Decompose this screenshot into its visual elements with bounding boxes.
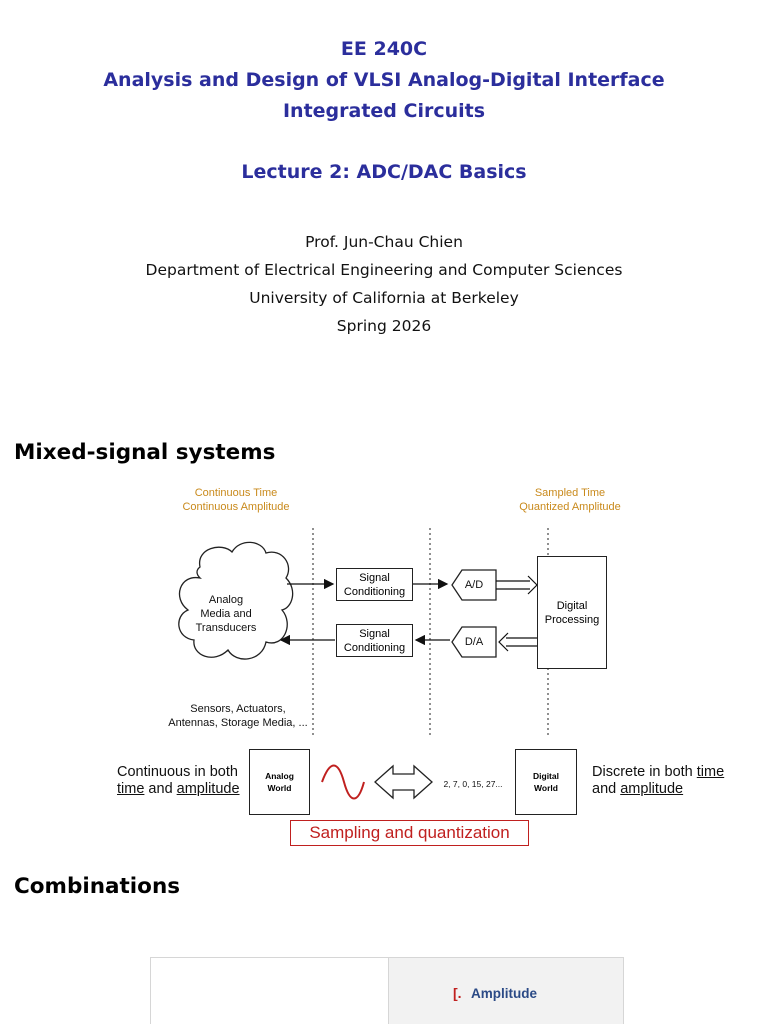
combinations-table: [. Amplitude xyxy=(150,957,624,1024)
digital-world-line1: Digital xyxy=(533,771,559,781)
cond-bot-line1: Signal xyxy=(359,627,390,640)
analog-world-box: Analog World xyxy=(249,749,310,815)
cloud-shape xyxy=(178,541,294,660)
course-number: EE 240C xyxy=(340,38,428,60)
dsp-line2: Processing xyxy=(544,613,600,626)
section-combinations: Combinations xyxy=(14,874,181,899)
sensors-line2: Antennas, Storage Media, ... xyxy=(168,717,308,729)
cond-top-line2: Conditioning xyxy=(343,585,406,598)
ad-shape xyxy=(451,569,497,601)
digital-processing-box: Digital Processing xyxy=(537,556,607,669)
ad-label: A/D xyxy=(464,579,484,591)
course-title-line2: Integrated Circuits xyxy=(282,100,486,122)
author-term: Spring 2026 xyxy=(336,317,432,335)
discrete-prefix: Discrete in both xyxy=(592,764,697,780)
continuous-line1: Continuous in both xyxy=(117,764,238,780)
table-cell-blank xyxy=(151,958,389,1024)
da-shape xyxy=(451,626,497,658)
sine-wave-icon xyxy=(321,764,365,800)
continuous-time-word: time xyxy=(117,781,145,797)
continuous-and-word: and xyxy=(144,781,177,797)
discrete-line2: and amplitude xyxy=(592,781,742,798)
cloud-label-2: Media and xyxy=(200,608,252,620)
author-department: Department of Electrical Engineering and… xyxy=(145,261,623,279)
continuous-description: Continuous in both time and amplitude xyxy=(117,764,247,798)
cond-bot-line2: Conditioning xyxy=(343,641,406,654)
amplitude-header: Amplitude xyxy=(471,986,537,1001)
double-arrow-icon xyxy=(374,764,433,800)
continuous-amplitude-word: amplitude xyxy=(176,781,240,797)
discrete-description: Discrete in both time and amplitude xyxy=(592,764,742,798)
bracket-icon: [. xyxy=(453,985,462,1001)
label-continuous-amplitude: Continuous Amplitude xyxy=(182,501,290,513)
discrete-line1: Discrete in both time xyxy=(592,764,742,781)
cloud-label-1: Analog xyxy=(208,594,244,606)
dsp-line1: Digital xyxy=(556,599,588,612)
lecture-title: Lecture 2: ADC/DAC Basics xyxy=(241,161,527,183)
continuous-line2: time and amplitude xyxy=(117,781,247,798)
author-name: Prof. Jun-Chau Chien xyxy=(305,233,463,251)
digital-sequence: 2, 7, 0, 15, 27... xyxy=(443,779,503,789)
da-label: D/A xyxy=(464,636,484,648)
label-sampled-time: Sampled Time xyxy=(534,487,606,499)
cond-top-line1: Signal xyxy=(359,571,390,584)
digital-world-line2: World xyxy=(534,783,558,793)
label-quantized-amplitude: Quantized Amplitude xyxy=(519,501,621,513)
cloud-label-3: Transducers xyxy=(195,622,257,634)
author-university: University of California at Berkeley xyxy=(249,289,519,307)
discrete-amplitude-word: amplitude xyxy=(620,781,684,797)
digital-world-box: Digital World xyxy=(515,749,577,815)
sampling-quantization-label: Sampling and quantization xyxy=(290,820,529,846)
analog-world-line2: World xyxy=(267,783,292,793)
table-cell-amplitude: [. Amplitude xyxy=(389,958,623,1024)
signal-conditioning-bottom: Signal Conditioning xyxy=(336,624,413,657)
analog-world-line1: Analog xyxy=(265,771,294,781)
signal-conditioning-top: Signal Conditioning xyxy=(336,568,413,601)
label-continuous-time: Continuous Time xyxy=(194,487,278,499)
discrete-and-word: and xyxy=(592,781,621,797)
course-title-line1: Analysis and Design of VLSI Analog-Digit… xyxy=(103,69,665,91)
discrete-time-word: time xyxy=(696,764,725,780)
sensors-line1: Sensors, Actuators, xyxy=(190,703,286,715)
section-mixed-signal: Mixed-signal systems xyxy=(14,440,276,465)
